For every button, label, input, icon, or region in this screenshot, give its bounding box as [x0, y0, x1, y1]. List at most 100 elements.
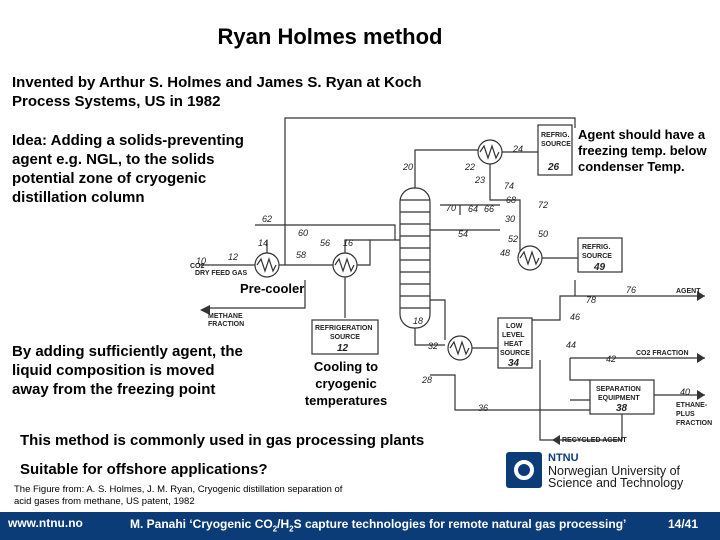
footer-bar — [0, 512, 720, 540]
stream-number: 60 — [298, 228, 308, 238]
figure-citation: The Figure from: A. S. Holmes, J. M. Rya… — [14, 484, 342, 508]
citation-line: The Figure from: A. S. Holmes, J. M. Rya… — [14, 484, 343, 495]
agent-note: Agent should have a freezing temp. below… — [578, 127, 707, 175]
separation-label: SEPARATION — [596, 386, 641, 393]
stream-number: 52 — [508, 234, 518, 244]
stream-number: 50 — [538, 229, 548, 239]
low-level-label: SOURCE — [500, 350, 530, 357]
stream-number: 42 — [606, 354, 616, 364]
stream-number: 22 — [464, 162, 475, 172]
stream-number: 58 — [296, 250, 306, 260]
low-level-label: HEAT — [504, 341, 523, 348]
stream-number: 24 — [512, 144, 523, 154]
stream-number: 12 — [228, 252, 238, 262]
stream-number: 32 — [428, 341, 438, 351]
refrig-source2-num: 49 — [593, 262, 606, 273]
idea-line: Idea: Adding a solids-preventing — [12, 132, 244, 149]
stream-number: 14 — [258, 238, 268, 248]
stream-number: 78 — [586, 295, 596, 305]
logo-line: Norwegian University of — [548, 463, 680, 478]
stream-number: 36 — [478, 403, 488, 413]
idea-line: agent e.g. NGL, to the solids — [12, 151, 215, 168]
ethane-plus-label: ETHANE- — [676, 402, 708, 409]
dry-feed-gas-label: DRY FEED GAS — [195, 270, 247, 277]
stream-number: 30 — [505, 214, 515, 224]
stream-number: 46 — [570, 312, 580, 322]
stream-number: 44 — [566, 340, 576, 350]
offshore-text: Suitable for offshore applications? — [20, 461, 268, 478]
by-adding-line: By adding sufficiently agent, the — [12, 343, 243, 360]
stream-number: 66 — [484, 204, 494, 214]
stream-number: 76 — [626, 285, 636, 295]
footer-subscript: 2 — [272, 524, 278, 534]
stream-number: 74 — [504, 181, 514, 191]
stream-number: 54 — [458, 229, 468, 239]
stream-number: 16 — [343, 238, 353, 248]
low-level-label: LEVEL — [502, 332, 525, 339]
low-level-num: 34 — [508, 358, 520, 369]
ethane-plus-label: PLUS — [676, 411, 695, 418]
methane-fraction-label: METHANE — [208, 313, 243, 320]
agent-note-line: Agent should have a — [578, 127, 706, 142]
idea-text: Idea: Adding a solids-preventing agent e… — [12, 131, 244, 207]
footer-url[interactable]: www.ntnu.no — [8, 516, 83, 530]
intro-text: Invented by Arthur S. Holmes and James S… — [12, 73, 422, 111]
precooler-label: Pre-cooler — [240, 281, 305, 296]
cooling-line: Cooling to — [313, 359, 379, 374]
cooling-line: cryogenic — [315, 376, 377, 391]
refrig-source2-label: REFRIG. — [582, 244, 610, 251]
logo-line: NTNU — [548, 452, 579, 464]
citation-line: acid gases from methane, US patent, 1982 — [14, 496, 195, 507]
intro-line-2: Process Systems, US in 1982 — [12, 93, 221, 110]
by-adding-line: away from the freezing point — [12, 381, 216, 398]
idea-line: potential zone of cryogenic — [12, 170, 207, 187]
by-adding-line: liquid composition is moved — [12, 362, 215, 379]
process-diagram: REFRIG. SOURCE 26 REFRIG. SOURCE 49 REFR… — [190, 117, 712, 445]
logo-line: Science and Technology — [548, 476, 684, 490]
agent-note-line: condenser Temp. — [578, 159, 685, 174]
stream-number: 18 — [413, 316, 423, 326]
stream-number: 28 — [421, 375, 432, 385]
recycled-agent-label: RECYCLED AGENT — [562, 437, 627, 444]
footer-title: M. Panahi ‘Cryogenic CO2/H2S capture tec… — [130, 517, 626, 533]
ntnu-logo-text: NTNU Norwegian University of Science and… — [548, 452, 683, 490]
slide-title: Ryan Holmes method — [217, 24, 443, 49]
stream-number: 62 — [262, 214, 272, 224]
co2-label: CO2 — [190, 263, 205, 270]
footer-title-part: M. Panahi ‘Cryogenic CO — [130, 517, 273, 531]
refrigeration-source-label: REFRIGERATION — [315, 325, 372, 332]
ntnu-logo-icon — [506, 452, 542, 488]
footer-subscript: 2 — [289, 524, 294, 534]
refrigeration-source-label: SOURCE — [330, 334, 360, 341]
ethane-plus-label: FRACTION — [676, 420, 712, 427]
refrig-source-num: 26 — [547, 162, 560, 173]
stream-number: 10 — [196, 256, 206, 266]
common-method-text: This method is commonly used in gas proc… — [20, 432, 425, 449]
by-adding-text: By adding sufficiently agent, the liquid… — [12, 342, 243, 399]
stream-number: 56 — [320, 238, 330, 248]
cooling-text: Cooling to cryogenic temperatures — [296, 358, 396, 409]
page-number: 14/41 — [668, 517, 699, 531]
separation-num: 38 — [616, 403, 628, 414]
refrig-source-label: SOURCE — [541, 141, 571, 148]
footer-title-part: /H — [277, 517, 290, 531]
stream-number: 68 — [506, 195, 516, 205]
cooling-line: temperatures — [304, 393, 388, 408]
separation-label: EQUIPMENT — [598, 395, 640, 402]
stream-number: 70 — [446, 203, 456, 213]
refrig-source2-label: SOURCE — [582, 253, 612, 260]
stream-number: 20 — [402, 162, 413, 172]
stream-number: 48 — [500, 248, 510, 258]
agent-label: AGENT — [676, 288, 701, 295]
refrigeration-source-num: 12 — [337, 343, 349, 354]
low-level-label: LOW — [506, 323, 523, 330]
co2-fraction-label: CO2 FRACTION — [636, 350, 689, 357]
stream-number: 72 — [538, 200, 548, 210]
stream-number: 23 — [474, 175, 485, 185]
footer-title-part: S capture technologies for remote natura… — [293, 517, 627, 531]
intro-line-1: Invented by Arthur S. Holmes and James S… — [12, 74, 422, 91]
stream-number: 40 — [680, 387, 690, 397]
methane-fraction-label: FRACTION — [208, 321, 244, 328]
idea-line: distillation column — [12, 189, 145, 206]
refrig-source-label: REFRIG. — [541, 132, 569, 139]
